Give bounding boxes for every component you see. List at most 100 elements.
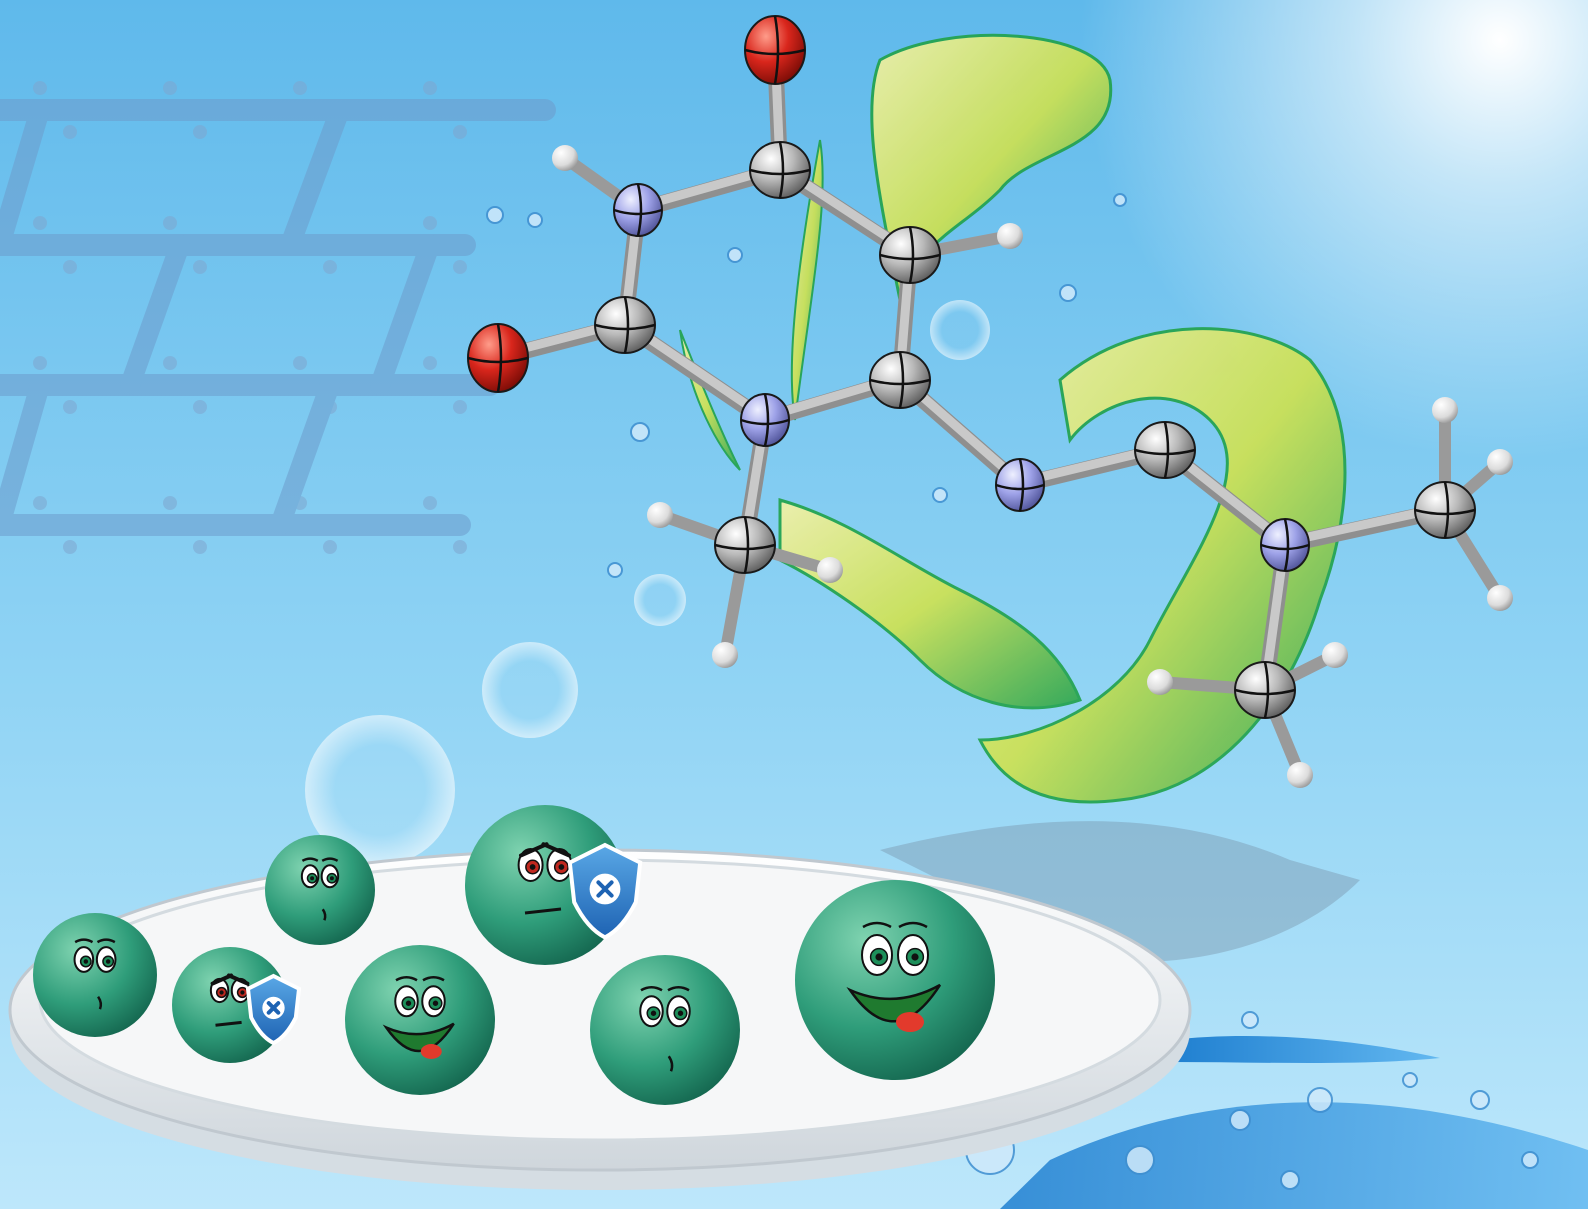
mouth [321, 908, 327, 921]
nitrogen-atom [995, 458, 1045, 512]
tongue [420, 1044, 442, 1059]
water-droplet [630, 422, 650, 442]
framework-node [423, 81, 437, 95]
water-droplet [1229, 1109, 1251, 1131]
hydrogen-atom [1287, 762, 1313, 788]
framework-node [63, 260, 77, 274]
bacterium-worried [590, 955, 740, 1105]
mouth [97, 995, 103, 1010]
water-droplet [932, 487, 948, 503]
framework-strut [280, 100, 350, 255]
oxygen-atom [467, 323, 529, 393]
oxygen-atom [744, 15, 806, 85]
nitrogen-atom [613, 183, 663, 237]
carbon-atom [869, 351, 931, 409]
hydrogen-atom [647, 502, 673, 528]
hydrogen-atom [1432, 397, 1458, 423]
framework-node [293, 81, 307, 95]
framework-node [163, 356, 177, 370]
bacterium-happy [345, 945, 495, 1095]
framework-node [423, 496, 437, 510]
water-droplet [1241, 1011, 1259, 1029]
water-droplet [1113, 193, 1127, 207]
shield-cross-icon [245, 973, 302, 1046]
bacterium-angry-shielded [465, 805, 643, 965]
mouth [524, 907, 562, 915]
framework-node [453, 125, 467, 139]
water-droplet [607, 562, 623, 578]
mouth [667, 1055, 674, 1072]
water-droplet [1470, 1090, 1490, 1110]
framework-node [193, 125, 207, 139]
hydrogen-atom [997, 223, 1023, 249]
framework-node [453, 540, 467, 554]
water-splash [1000, 1036, 1588, 1209]
framework-node [193, 540, 207, 554]
carbon-atom [594, 296, 656, 354]
carbon-atom [1414, 481, 1476, 539]
framework-node [193, 260, 207, 274]
framework-node [323, 540, 337, 554]
hydrogen-atom [1147, 669, 1173, 695]
molecule-structure [467, 15, 1513, 788]
carbon-atom [714, 516, 776, 574]
framework-node [33, 81, 47, 95]
hydrogen-atom [817, 557, 843, 583]
framework-node [423, 356, 437, 370]
mouth [215, 1020, 242, 1027]
water-droplet [1307, 1087, 1333, 1113]
framework-node [63, 400, 77, 414]
water-droplet [527, 212, 543, 228]
hydrogen-atom [1487, 449, 1513, 475]
water-droplet [1402, 1072, 1418, 1088]
background-bubbles [305, 300, 990, 865]
water-droplet [727, 247, 743, 263]
framework-node [423, 216, 437, 230]
framework-node [293, 356, 307, 370]
hydrogen-atom [712, 642, 738, 668]
carbon-atom [1234, 661, 1296, 719]
mouth [382, 1022, 455, 1053]
bacterium-worried [33, 913, 157, 1037]
hydrogen-atom [1487, 585, 1513, 611]
water-droplet [486, 206, 504, 224]
shield-cross-icon [567, 842, 643, 940]
framework-node [33, 216, 47, 230]
nitrogen-atom [1260, 518, 1310, 572]
carbon-atom [749, 141, 811, 199]
carbon-atom [879, 226, 941, 284]
bacteria-group [33, 805, 995, 1105]
framework-strut [370, 235, 440, 395]
framework-node [163, 216, 177, 230]
framework-node [163, 496, 177, 510]
framework-node [33, 496, 47, 510]
water-droplet [1280, 1170, 1300, 1190]
framework-strut [270, 375, 340, 535]
framework-node [453, 260, 467, 274]
framework-node [63, 125, 77, 139]
bacterium-angry-shielded [172, 947, 302, 1063]
nitrogen-atom [740, 393, 790, 447]
framework-node [323, 260, 337, 274]
framework-node [193, 400, 207, 414]
water-droplet [1059, 284, 1077, 302]
coordination-framework [0, 81, 556, 554]
framework-node [453, 400, 467, 414]
framework-node [163, 81, 177, 95]
framework-node [33, 356, 47, 370]
hydrogen-atom [1322, 642, 1348, 668]
bacterium-worried [265, 835, 375, 945]
molecule-shadow [880, 821, 1360, 962]
water-droplet [1125, 1145, 1155, 1175]
hydrogen-atom [552, 145, 578, 171]
framework-strut [0, 375, 50, 535]
water-droplet [1521, 1151, 1539, 1169]
bacterium-happy [795, 880, 995, 1080]
tongue [896, 1012, 924, 1032]
framework-strut [120, 235, 190, 395]
carbon-atom [1134, 421, 1196, 479]
framework-strut [0, 100, 50, 255]
mouth [846, 983, 942, 1023]
